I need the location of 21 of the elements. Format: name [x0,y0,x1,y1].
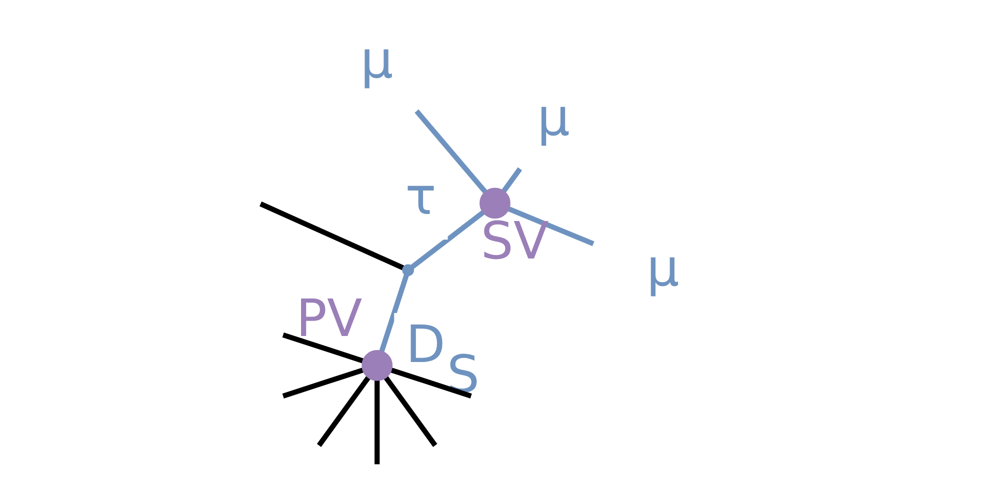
node-label: SV [480,212,549,272]
node-text: μ [646,238,680,298]
connector [390,368,472,398]
node-text: μ [360,30,394,91]
connector [282,368,364,398]
connector [410,210,486,270]
node-text: μ [537,88,570,148]
node-circle [480,188,510,219]
connector [316,376,370,447]
node-point [402,264,414,276]
edge-label: τ [405,166,436,227]
connector [379,274,410,352]
connector [507,206,594,246]
node-label: PV [296,288,362,349]
connector [384,376,438,447]
connector [414,109,488,194]
node-circle [362,350,393,381]
connector [282,332,364,364]
connector [260,202,404,270]
connector [374,380,380,464]
connector [502,167,522,193]
